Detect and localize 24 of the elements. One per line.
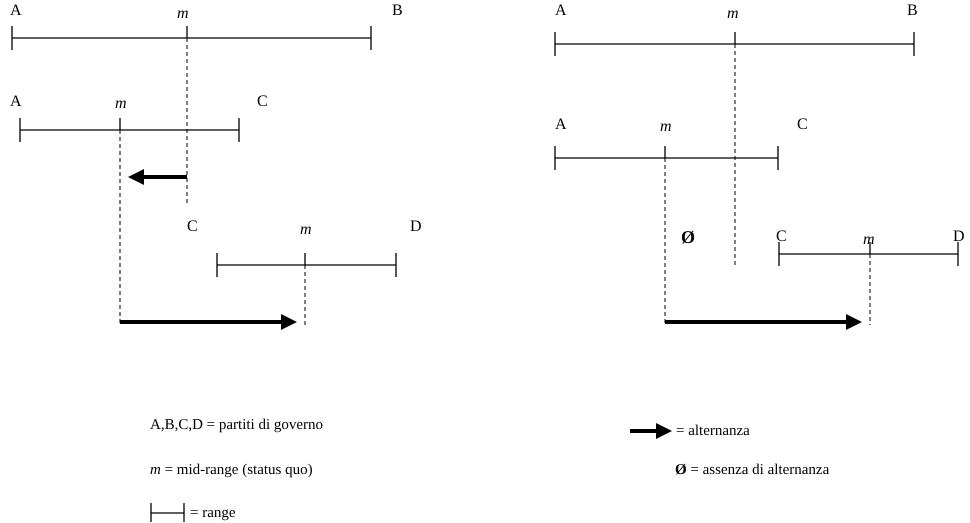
party-label: C [776,228,787,246]
party-label: A [10,2,22,20]
party-label: D [953,228,965,246]
party-label: C [797,116,808,134]
party-label: C [257,93,268,111]
party-label: A [555,116,567,134]
party-label: C [187,218,198,236]
legend-text: m = mid-range (status quo) [150,461,313,479]
legend-text: Ø = assenza di alternanza [675,461,830,479]
midpoint-label: m [727,5,739,23]
party-label: B [392,2,403,20]
party-label: A [555,2,567,20]
party-label: A [10,93,22,111]
midpoint-label: m [863,231,875,249]
party-label: D [410,218,422,236]
midpoint-label: m [660,118,672,136]
symbol-label: Ø [681,228,696,246]
midpoint-label: m [300,221,312,239]
midpoint-label: m [177,5,189,23]
legend-text: A,B,C,D = partiti di governo [150,416,324,434]
midpoint-label: m [115,95,127,113]
legend-text: = range [190,504,236,522]
party-label: B [907,2,918,20]
legend-text: = alternanza [676,422,750,440]
